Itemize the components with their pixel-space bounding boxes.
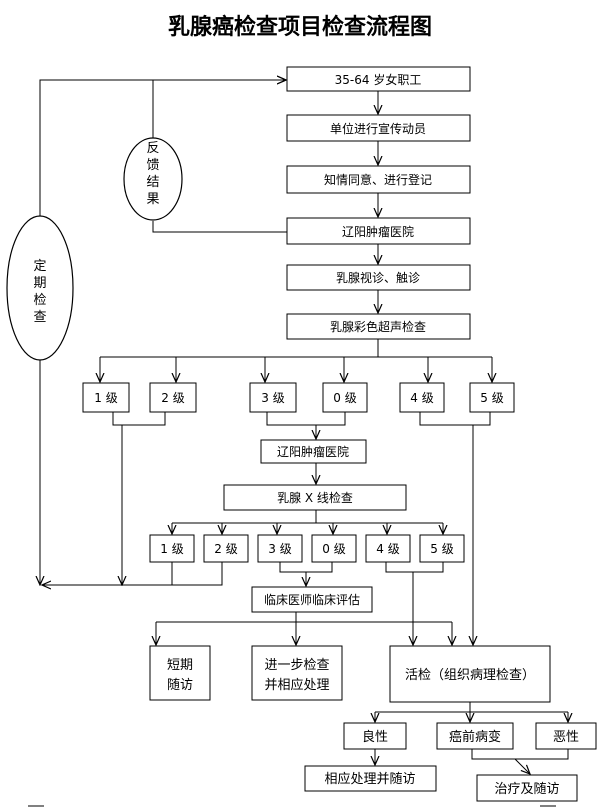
box-x-grade-2 [203,534,249,563]
label-consent: 知情同意、进行登记 [324,172,432,187]
box-palpation [286,264,471,291]
box-short-followup [149,645,211,701]
label-malignant: 恶性 [553,730,579,745]
box-xray [223,484,407,511]
label-us-grade-3: 3 级 [261,391,284,405]
box-x-grade-1 [149,534,195,563]
box-ultrasound [286,313,471,340]
label-mobilize: 单位进行宣传动员 [330,121,426,136]
label-further-check-2: 并相应处理 [264,677,329,693]
box-us-grade-1 [82,382,130,413]
box-biopsy [389,645,551,703]
label-us-grade-5: 5 级 [480,391,503,405]
box-precancer [436,722,514,750]
feedback-char-4: 果 [146,192,159,207]
label-hospital2: 辽阳肿瘤医院 [277,444,349,459]
label-x-grade-1: 1 级 [160,542,183,556]
box-consent [286,165,471,194]
box-malignant [535,722,597,750]
label-us-grade-0: 0 级 [333,391,356,405]
box-us-grade-3 [249,382,297,413]
label-x-grade-5: 5 级 [430,542,453,556]
label-us-grade-4: 4 级 [410,391,433,405]
box-hospital2 [260,439,367,464]
label-benign: 良性 [362,729,388,745]
label-us-grade-2: 2 级 [161,391,184,405]
feedback-char-2: 馈 [146,158,159,173]
label-benign-treat: 相应处理并随访 [324,771,415,787]
box-clinical [251,586,373,613]
label-precancer: 癌前病变 [449,729,501,745]
box-x-grade-3 [257,534,303,563]
feedback-oval: 反 馈 结 果 [123,137,183,221]
box-x-grade-5 [419,534,465,563]
box-treat-followup [476,774,578,802]
label-us-grade-1: 1 级 [94,391,117,405]
box-hospital1 [286,217,471,245]
box-us-grade-0 [322,382,368,413]
label-short-followup-2: 随访 [167,678,193,693]
label-short-followup-1: 短期 [167,658,193,673]
periodic-char-3: 检 [33,293,46,308]
label-x-grade-0: 0 级 [322,542,345,556]
box-benign [343,722,407,750]
label-clinical: 临床医师临床评估 [264,593,360,607]
box-further-check [251,645,343,701]
box-us-grade-2 [149,382,197,413]
box-x-grade-0 [311,534,357,563]
label-treat-followup: 治疗及随访 [494,782,559,797]
label-x-grade-2: 2 级 [214,542,237,556]
page-title: 乳腺癌检查项目检查流程图 [168,14,432,40]
label-xray: 乳腺 X 线检查 [277,490,353,505]
periodic-char-2: 期 [33,276,46,291]
box-us-grade-4 [399,382,445,413]
label-employees: 35-64 岁女职工 [335,72,422,87]
label-biopsy: 活检（组织病理检查） [405,668,535,683]
periodic-char-4: 查 [33,310,46,325]
label-further-check-1: 进一步检查 [264,658,329,673]
feedback-char-1: 反 [146,141,159,156]
box-mobilize [286,114,471,142]
box-employees [286,66,471,92]
label-ultrasound: 乳腺彩色超声检查 [330,319,426,334]
periodic-oval: 定 期 检 查 [6,215,74,361]
feedback-char-3: 结 [146,175,159,190]
box-benign-treat [304,765,437,792]
box-us-grade-5 [469,382,515,413]
label-hospital1: 辽阳肿瘤医院 [342,224,414,239]
connectors [28,80,568,807]
label-x-grade-3: 3 级 [268,542,291,556]
box-x-grade-4 [365,534,411,563]
periodic-char-1: 定 [33,259,46,274]
label-x-grade-4: 4 级 [376,542,399,556]
label-palpation: 乳腺视诊、触诊 [336,270,420,285]
